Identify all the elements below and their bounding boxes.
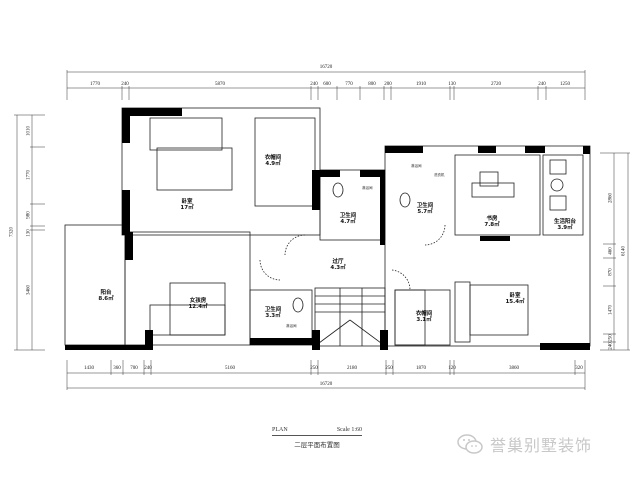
scale-label: Scale 1:60 xyxy=(336,427,362,433)
bottom-dim: 1430 xyxy=(84,366,94,371)
left-dim: 980 xyxy=(26,211,32,219)
right-dim: 240 xyxy=(608,342,614,350)
top-dim: 2720 xyxy=(491,82,501,87)
plan-label: PLAN xyxy=(272,427,288,433)
top-dim: 200 xyxy=(384,82,392,87)
left-total-dim: 7320 xyxy=(9,227,15,237)
top-dim: 1250 xyxy=(560,82,570,87)
bottom-dim: 2180 xyxy=(347,366,357,371)
top-dim: 600 xyxy=(323,82,331,87)
interior-lines xyxy=(64,107,591,347)
bottom-dim: 250 xyxy=(310,366,318,371)
top-total-dim: 16720 xyxy=(319,65,333,70)
bottom-dim: 5160 xyxy=(225,366,235,371)
walls xyxy=(65,108,590,350)
top-dim: 800 xyxy=(368,82,376,87)
top-dim: 240 xyxy=(310,82,318,87)
shower-label: 淋浴间 xyxy=(286,324,297,328)
shower-label: 淋浴间 xyxy=(362,186,373,190)
drawing-title-block: PLAN Scale 1:60 二层平面布置图 xyxy=(272,427,362,449)
top-dim: 240 xyxy=(121,82,129,87)
top-dim: 1770 xyxy=(90,82,100,87)
top-dim: 5870 xyxy=(215,82,225,87)
right-dim: 250 xyxy=(608,334,614,342)
shower-label: 淋浴间 xyxy=(411,164,422,168)
left-dim: 1770 xyxy=(26,170,32,180)
bottom-dim: 250 xyxy=(385,366,393,371)
top-dim: 770 xyxy=(345,82,353,87)
watermark: 誉巢别墅装饰 xyxy=(456,432,592,456)
drawing-title: 二层平面布置图 xyxy=(294,441,340,449)
bottom-total-dim: 16720 xyxy=(319,382,333,387)
right-total-dim: 6140 xyxy=(621,246,627,256)
top-dim: 240 xyxy=(538,82,546,87)
wechat-icon xyxy=(457,434,483,454)
left-dim: 1010 xyxy=(26,126,32,136)
top-dim: 130 xyxy=(448,82,456,87)
bottom-dim: 360 xyxy=(113,366,121,371)
bottom-dim: 120 xyxy=(448,366,456,371)
watermark-text: 誉巢别墅装饰 xyxy=(490,436,593,455)
right-dim: 1470 xyxy=(608,305,614,315)
bottom-dim: 3860 xyxy=(509,366,519,371)
left-dim: 130 xyxy=(26,229,32,237)
bottom-dim: 320 xyxy=(575,366,583,371)
bottom-dim: 240 xyxy=(144,366,152,371)
bottom-dim: 1870 xyxy=(416,366,426,371)
dimension-lines xyxy=(14,70,630,390)
right-dim: 460 xyxy=(608,247,614,255)
right-dim: 870 xyxy=(608,268,614,276)
bottom-dim: 700 xyxy=(130,366,138,371)
washer-label: 洗衣机 xyxy=(434,173,445,177)
left-dim: 3460 xyxy=(26,285,32,295)
top-dim: 1910 xyxy=(416,82,426,87)
right-dim: 2860 xyxy=(608,193,614,203)
